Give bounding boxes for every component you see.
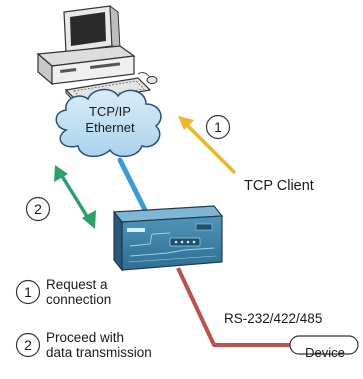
step-marker-1-number: 1 <box>214 119 222 135</box>
transmission-arrow <box>54 165 96 229</box>
cloud-label-line1: TCP/IP <box>89 104 131 119</box>
cloud-label: TCP/IP Ethernet <box>60 104 160 136</box>
legend-2-line1: Proceed with <box>46 330 125 345</box>
serial-interface-label: RS-232/422/485 <box>224 311 323 326</box>
serial-cable <box>176 267 292 347</box>
device-server-icon <box>112 205 224 272</box>
step-marker-1 <box>205 114 231 140</box>
mode-label: TCP Client <box>244 178 314 194</box>
cloud-label-line2: Ethernet <box>85 120 135 135</box>
legend-marker-2 <box>15 332 41 358</box>
device-box <box>289 335 359 355</box>
request-arrow <box>178 116 236 174</box>
legend-2-number: 2 <box>24 337 32 353</box>
step-marker-2 <box>25 196 51 222</box>
legend-item-request: Request a connection <box>46 277 111 307</box>
legend-2-line2: data transmission <box>46 345 152 360</box>
step-marker-2-number: 2 <box>34 201 42 217</box>
ethernet-cloud-icon <box>55 88 162 158</box>
legend-marker-1 <box>15 279 41 305</box>
legend-1-line1: Request a <box>46 277 108 292</box>
device-label: Device <box>305 345 345 360</box>
legend-1-line2: connection <box>46 292 112 307</box>
legend-1-number: 1 <box>24 284 32 300</box>
legend-item-transmission: Proceed with data transmission <box>46 330 152 360</box>
